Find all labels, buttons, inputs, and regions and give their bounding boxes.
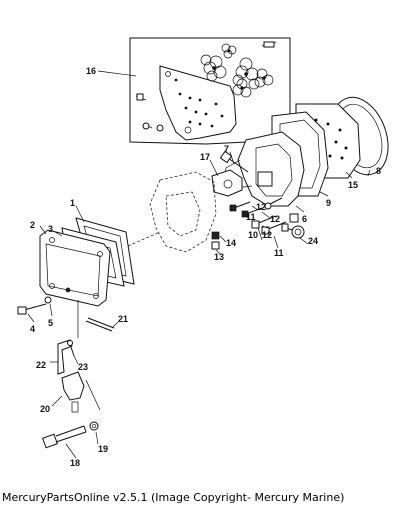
callout-3: 3: [48, 224, 53, 234]
screw-4: [17, 303, 47, 315]
callout-1: 1: [70, 198, 75, 208]
nuts-13-14: [211, 231, 220, 250]
reed-petals: [135, 41, 277, 132]
callout-8: 8: [376, 166, 381, 176]
callout-17: 17: [200, 152, 210, 162]
link-20: [61, 371, 101, 413]
reed-block-housing: [223, 131, 305, 207]
callout-18: 18: [70, 458, 80, 468]
callout-22: 22: [36, 360, 46, 370]
rod-21: [85, 317, 115, 332]
manifold-phantom: [149, 171, 217, 253]
nut-19: [89, 421, 99, 431]
callout-15: 15: [348, 180, 358, 190]
screw-23: [67, 340, 75, 357]
callout-24: 24: [308, 236, 318, 246]
callout-9: 9: [326, 198, 331, 208]
bolt-18: [42, 425, 87, 449]
leader-lines: [27, 70, 371, 459]
callout-19: 19: [98, 444, 108, 454]
callout-5: 5: [48, 318, 53, 328]
callout-20: 20: [40, 404, 50, 414]
callout-6: 6: [302, 214, 307, 224]
callout-10: 10: [248, 230, 258, 240]
bolts-center: [229, 197, 287, 235]
callout-12c: 12: [262, 230, 272, 240]
callout-labels: 16 1 2 3 4 5 7 17 8 15 9 6 12 11 12 10 1…: [30, 66, 381, 468]
callout-14: 14: [226, 238, 236, 248]
reed-plate-assembly: [159, 65, 237, 141]
callout-13: 13: [214, 252, 224, 262]
callout-11b: 11: [274, 248, 284, 258]
callout-7: 7: [224, 144, 229, 154]
front-cover: [39, 229, 111, 307]
washer-5: [44, 296, 52, 304]
image-caption: MercuryPartsOnline v2.5.1 (Image Copyrig…: [2, 491, 345, 504]
callout-16: 16: [86, 66, 96, 76]
callout-12a: 12: [256, 202, 266, 212]
callout-11a: 11: [246, 212, 256, 222]
callout-2: 2: [30, 220, 35, 230]
fitting-24: [281, 213, 305, 239]
small-gasket: [211, 169, 243, 197]
callout-4: 4: [30, 324, 35, 334]
centerline: [127, 231, 161, 247]
bolt-7: [219, 150, 249, 173]
callout-23: 23: [78, 362, 88, 372]
exploded-parts-diagram: 16 1 2 3 4 5 7 17 8 15 9 6 12 11 12 10 1…: [17, 37, 389, 468]
callout-12b: 12: [270, 214, 280, 224]
callout-21: 21: [118, 314, 128, 324]
